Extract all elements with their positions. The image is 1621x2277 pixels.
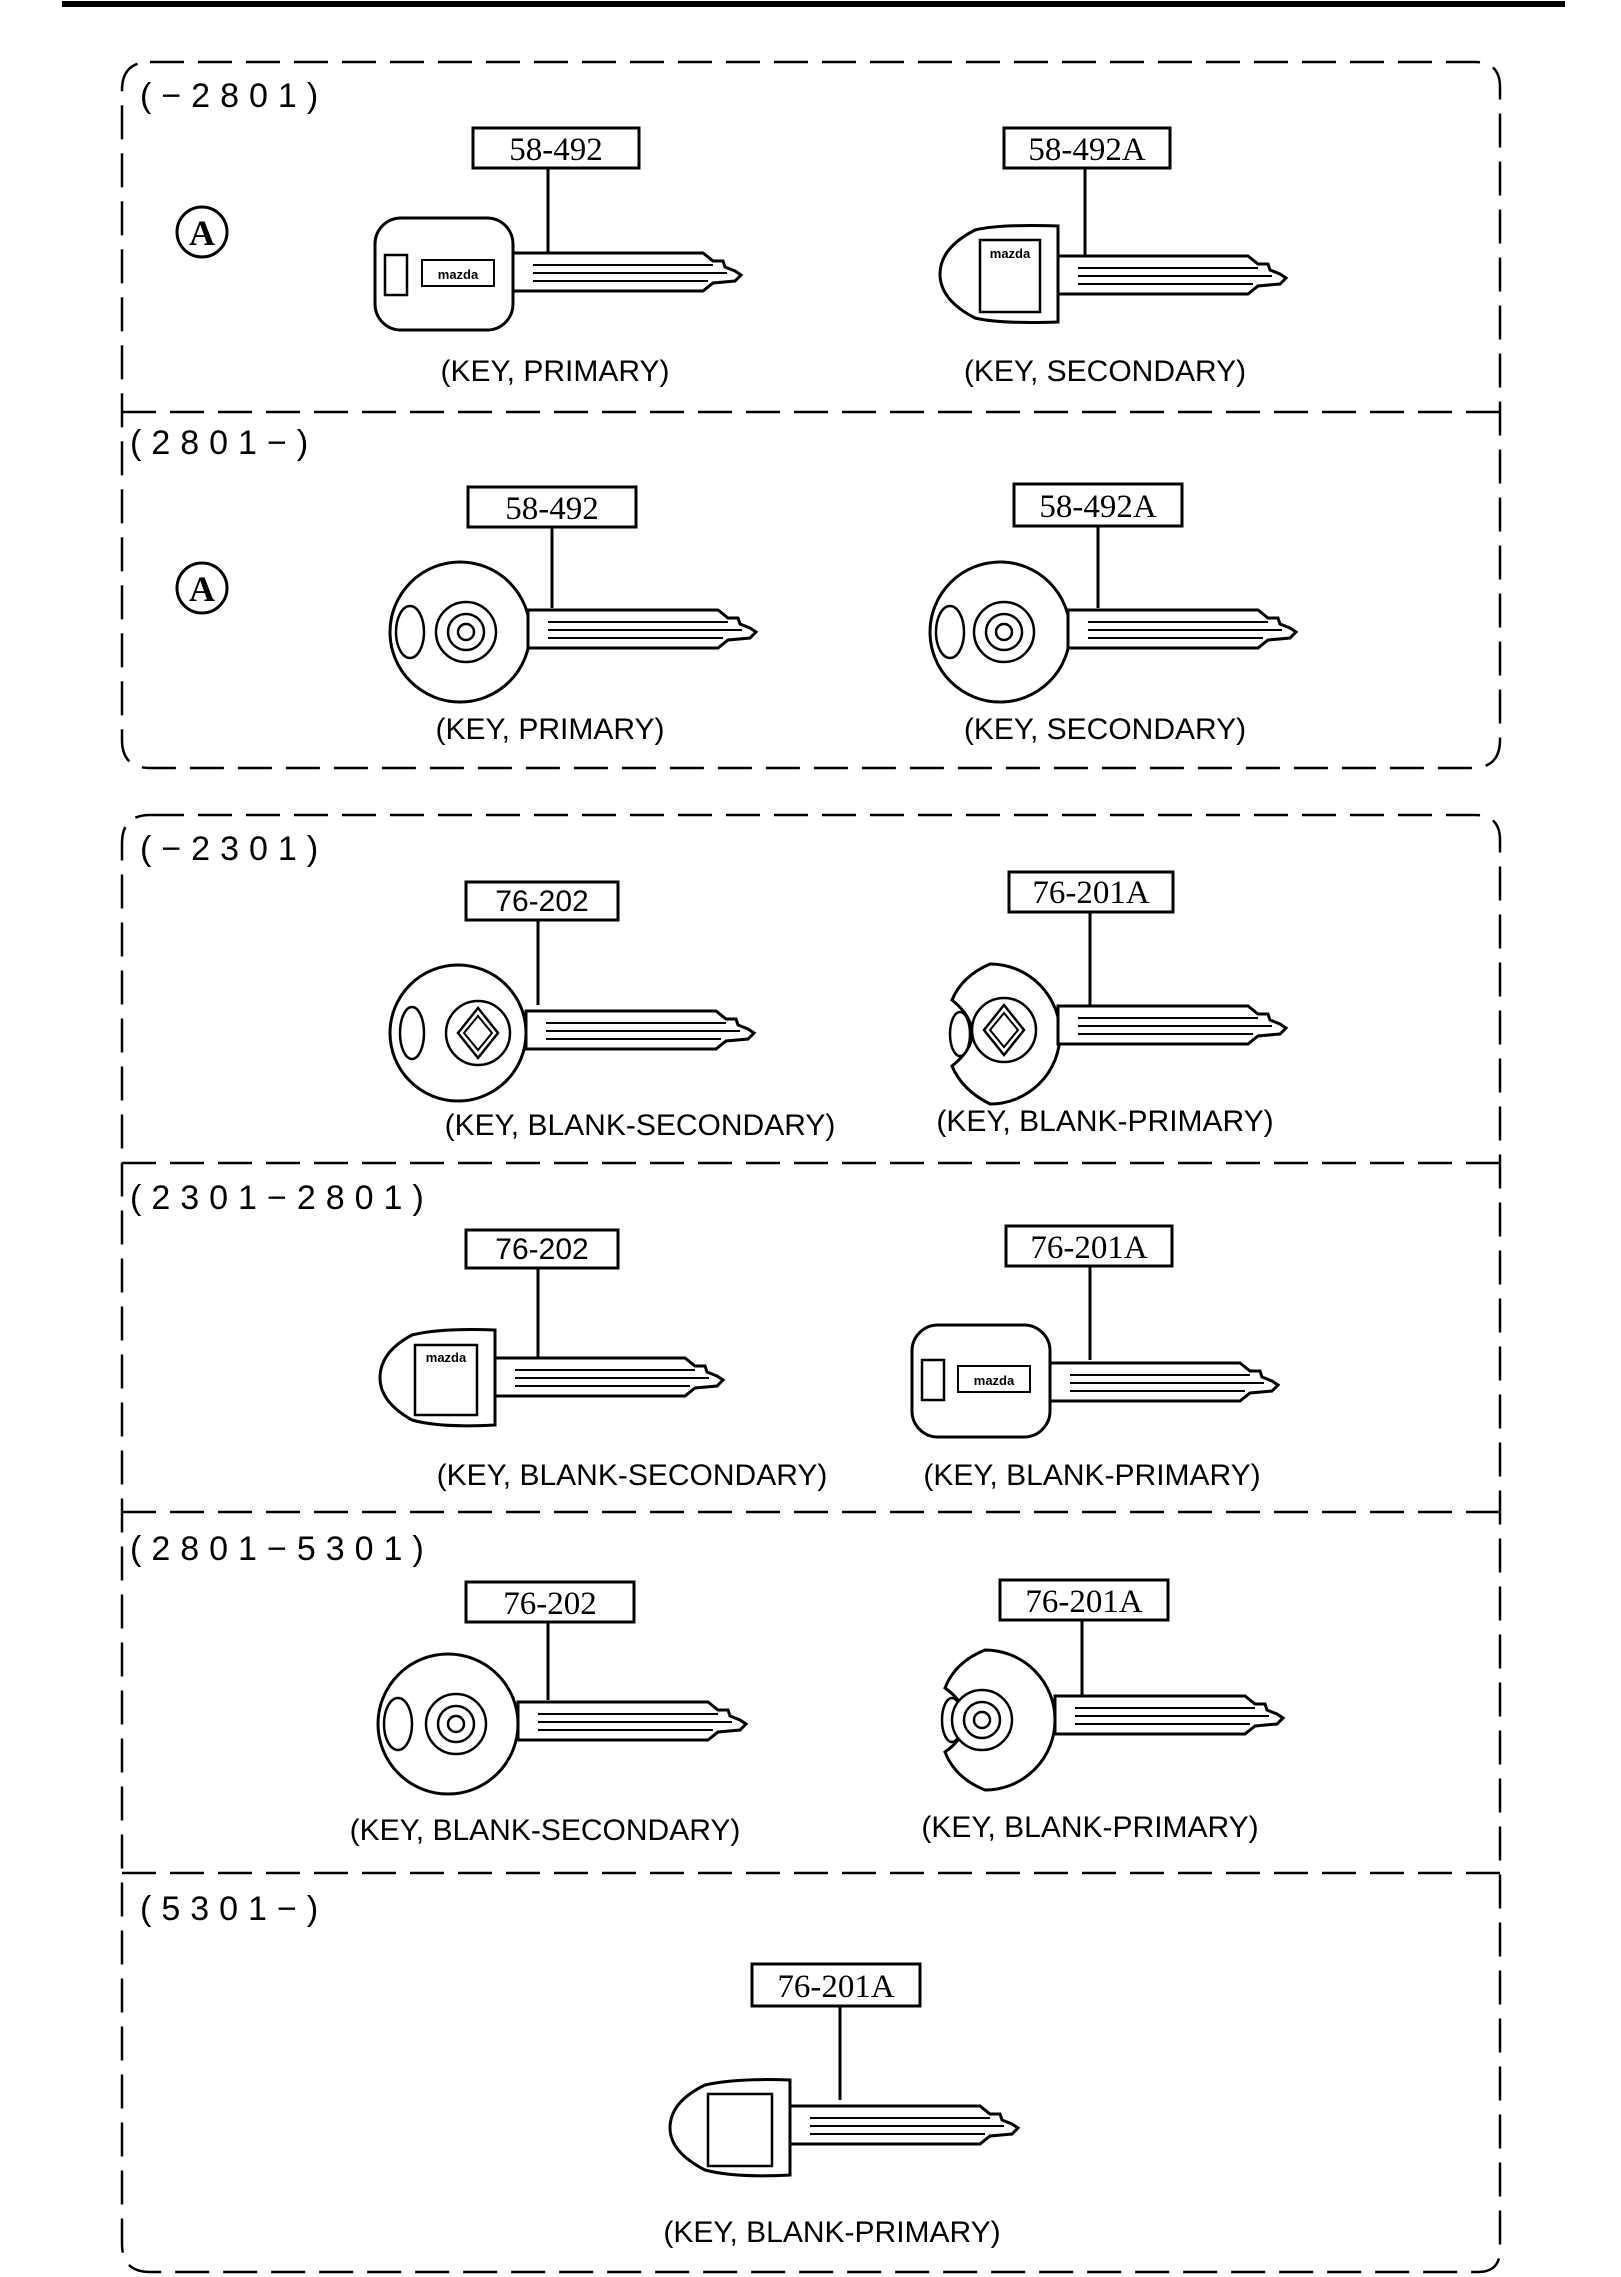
key-caption: (KEY, PRIMARY) <box>441 355 670 388</box>
key-blank-primary-illustration: 76-201A (KEY, BLANK-PRIMARY) <box>921 1578 1285 1844</box>
key-blank-secondary-illustration: 76-202 (KEY, BLANK-SECONDARY) <box>350 1580 748 1847</box>
part-number-box <box>750 1962 922 2008</box>
group2-frame <box>120 813 1502 2274</box>
range-label: (2801−) <box>130 424 318 462</box>
key-primary-illustration: 58-492 (KEY, PRIMARY) <box>388 485 758 746</box>
key-caption: (KEY, BLANK-SECONDARY) <box>445 1109 836 1142</box>
part-number: 58-492A <box>1028 132 1145 168</box>
part-number: 76-201A <box>1030 1230 1147 1266</box>
key-blank-secondary-illustration: 76-202 mazda (KEY, BLANK-SECONDARY) <box>378 1228 828 1492</box>
part-number: 76-201A <box>777 1969 894 2005</box>
key-primary-illustration: 58-492 mazda (KEY, PRIMARY) <box>373 126 743 388</box>
part-number: 76-202 <box>503 1586 597 1622</box>
key-secondary-illustration: 58-492A mazda (KEY, SECONDARY) <box>938 126 1288 388</box>
part-number-box <box>1012 482 1184 528</box>
key-caption: (KEY, PRIMARY) <box>436 713 665 746</box>
key-caption: (KEY, SECONDARY) <box>964 713 1246 746</box>
range-label: (2801−5301) <box>130 1530 434 1568</box>
part-number-box <box>1002 126 1172 170</box>
part-number: 76-201A <box>1025 1584 1142 1620</box>
part-number: 58-492A <box>1039 489 1156 525</box>
brand-mark: mazda <box>974 1373 1015 1388</box>
key-blank-primary-illustration: 76-201A (KEY, BLANK-PRIMARY) <box>663 1962 1020 2249</box>
key-caption: (KEY, BLANK-PRIMARY) <box>936 1105 1273 1138</box>
marker-a-badge: A <box>175 205 229 259</box>
range-label: (−2801) <box>140 77 328 115</box>
svg-text:A: A <box>189 213 215 253</box>
part-number: 76-202 <box>495 1233 588 1266</box>
part-number: 76-202 <box>495 885 588 918</box>
key-blank-primary-illustration: 76-201A mazda (KEY, BLANK-PRIMARY) <box>910 1224 1280 1492</box>
part-number-box <box>464 1580 636 1624</box>
part-number-box <box>471 126 641 170</box>
part-number-box <box>466 485 638 529</box>
key-caption: (KEY, BLANK-PRIMARY) <box>921 1811 1258 1844</box>
part-number-box <box>464 880 620 922</box>
part-number: 76-201A <box>1032 875 1149 911</box>
svg-text:A: A <box>189 569 215 609</box>
part-number-box <box>998 1578 1170 1622</box>
key-caption: (KEY, BLANK-PRIMARY) <box>923 1459 1260 1492</box>
key-caption: (KEY, SECONDARY) <box>964 355 1246 388</box>
key-caption: (KEY, BLANK-SECONDARY) <box>437 1459 828 1492</box>
part-number-box <box>1004 1224 1174 1268</box>
key-caption: (KEY, BLANK-PRIMARY) <box>663 2216 1000 2249</box>
brand-mark: mazda <box>438 267 479 282</box>
key-blank-secondary-illustration: 76-202 (KEY, BLANK-SECONDARY) <box>388 880 836 1142</box>
key-blank-primary-illustration: 76-201A (KEY, BLANK-PRIMARY) <box>936 870 1288 1138</box>
key-secondary-illustration: 58-492A (KEY, SECONDARY) <box>928 482 1298 746</box>
part-number-box <box>1007 870 1175 914</box>
brand-mark: mazda <box>990 246 1031 261</box>
group1-frame <box>120 60 1502 770</box>
range-label: (5301−) <box>140 1890 328 1928</box>
range-label: (−2301) <box>140 830 328 868</box>
range-label: (2301−2801) <box>130 1179 434 1217</box>
marker-a-badge: A <box>175 561 229 615</box>
part-number-box <box>464 1228 620 1270</box>
part-number: 58-492 <box>505 491 599 527</box>
part-number: 58-492 <box>509 132 603 168</box>
key-caption: (KEY, BLANK-SECONDARY) <box>350 1814 741 1847</box>
brand-mark: mazda <box>426 1350 467 1365</box>
